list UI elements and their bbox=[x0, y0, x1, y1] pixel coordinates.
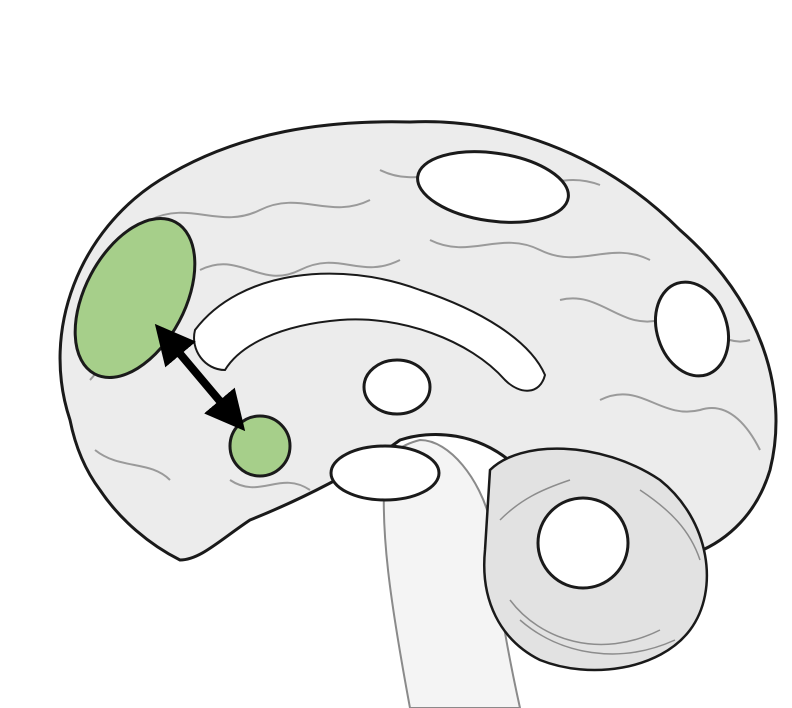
hypothalamus-region[interactable] bbox=[329, 444, 441, 502]
dorsal-cortical-region[interactable] bbox=[413, 143, 573, 231]
cerebellum-region[interactable] bbox=[536, 496, 630, 590]
precuneus-region[interactable] bbox=[644, 273, 740, 386]
thalamus-region[interactable] bbox=[362, 358, 432, 416]
cerebellum-folia bbox=[499, 479, 701, 655]
bidirectional-arrow bbox=[154, 323, 246, 432]
